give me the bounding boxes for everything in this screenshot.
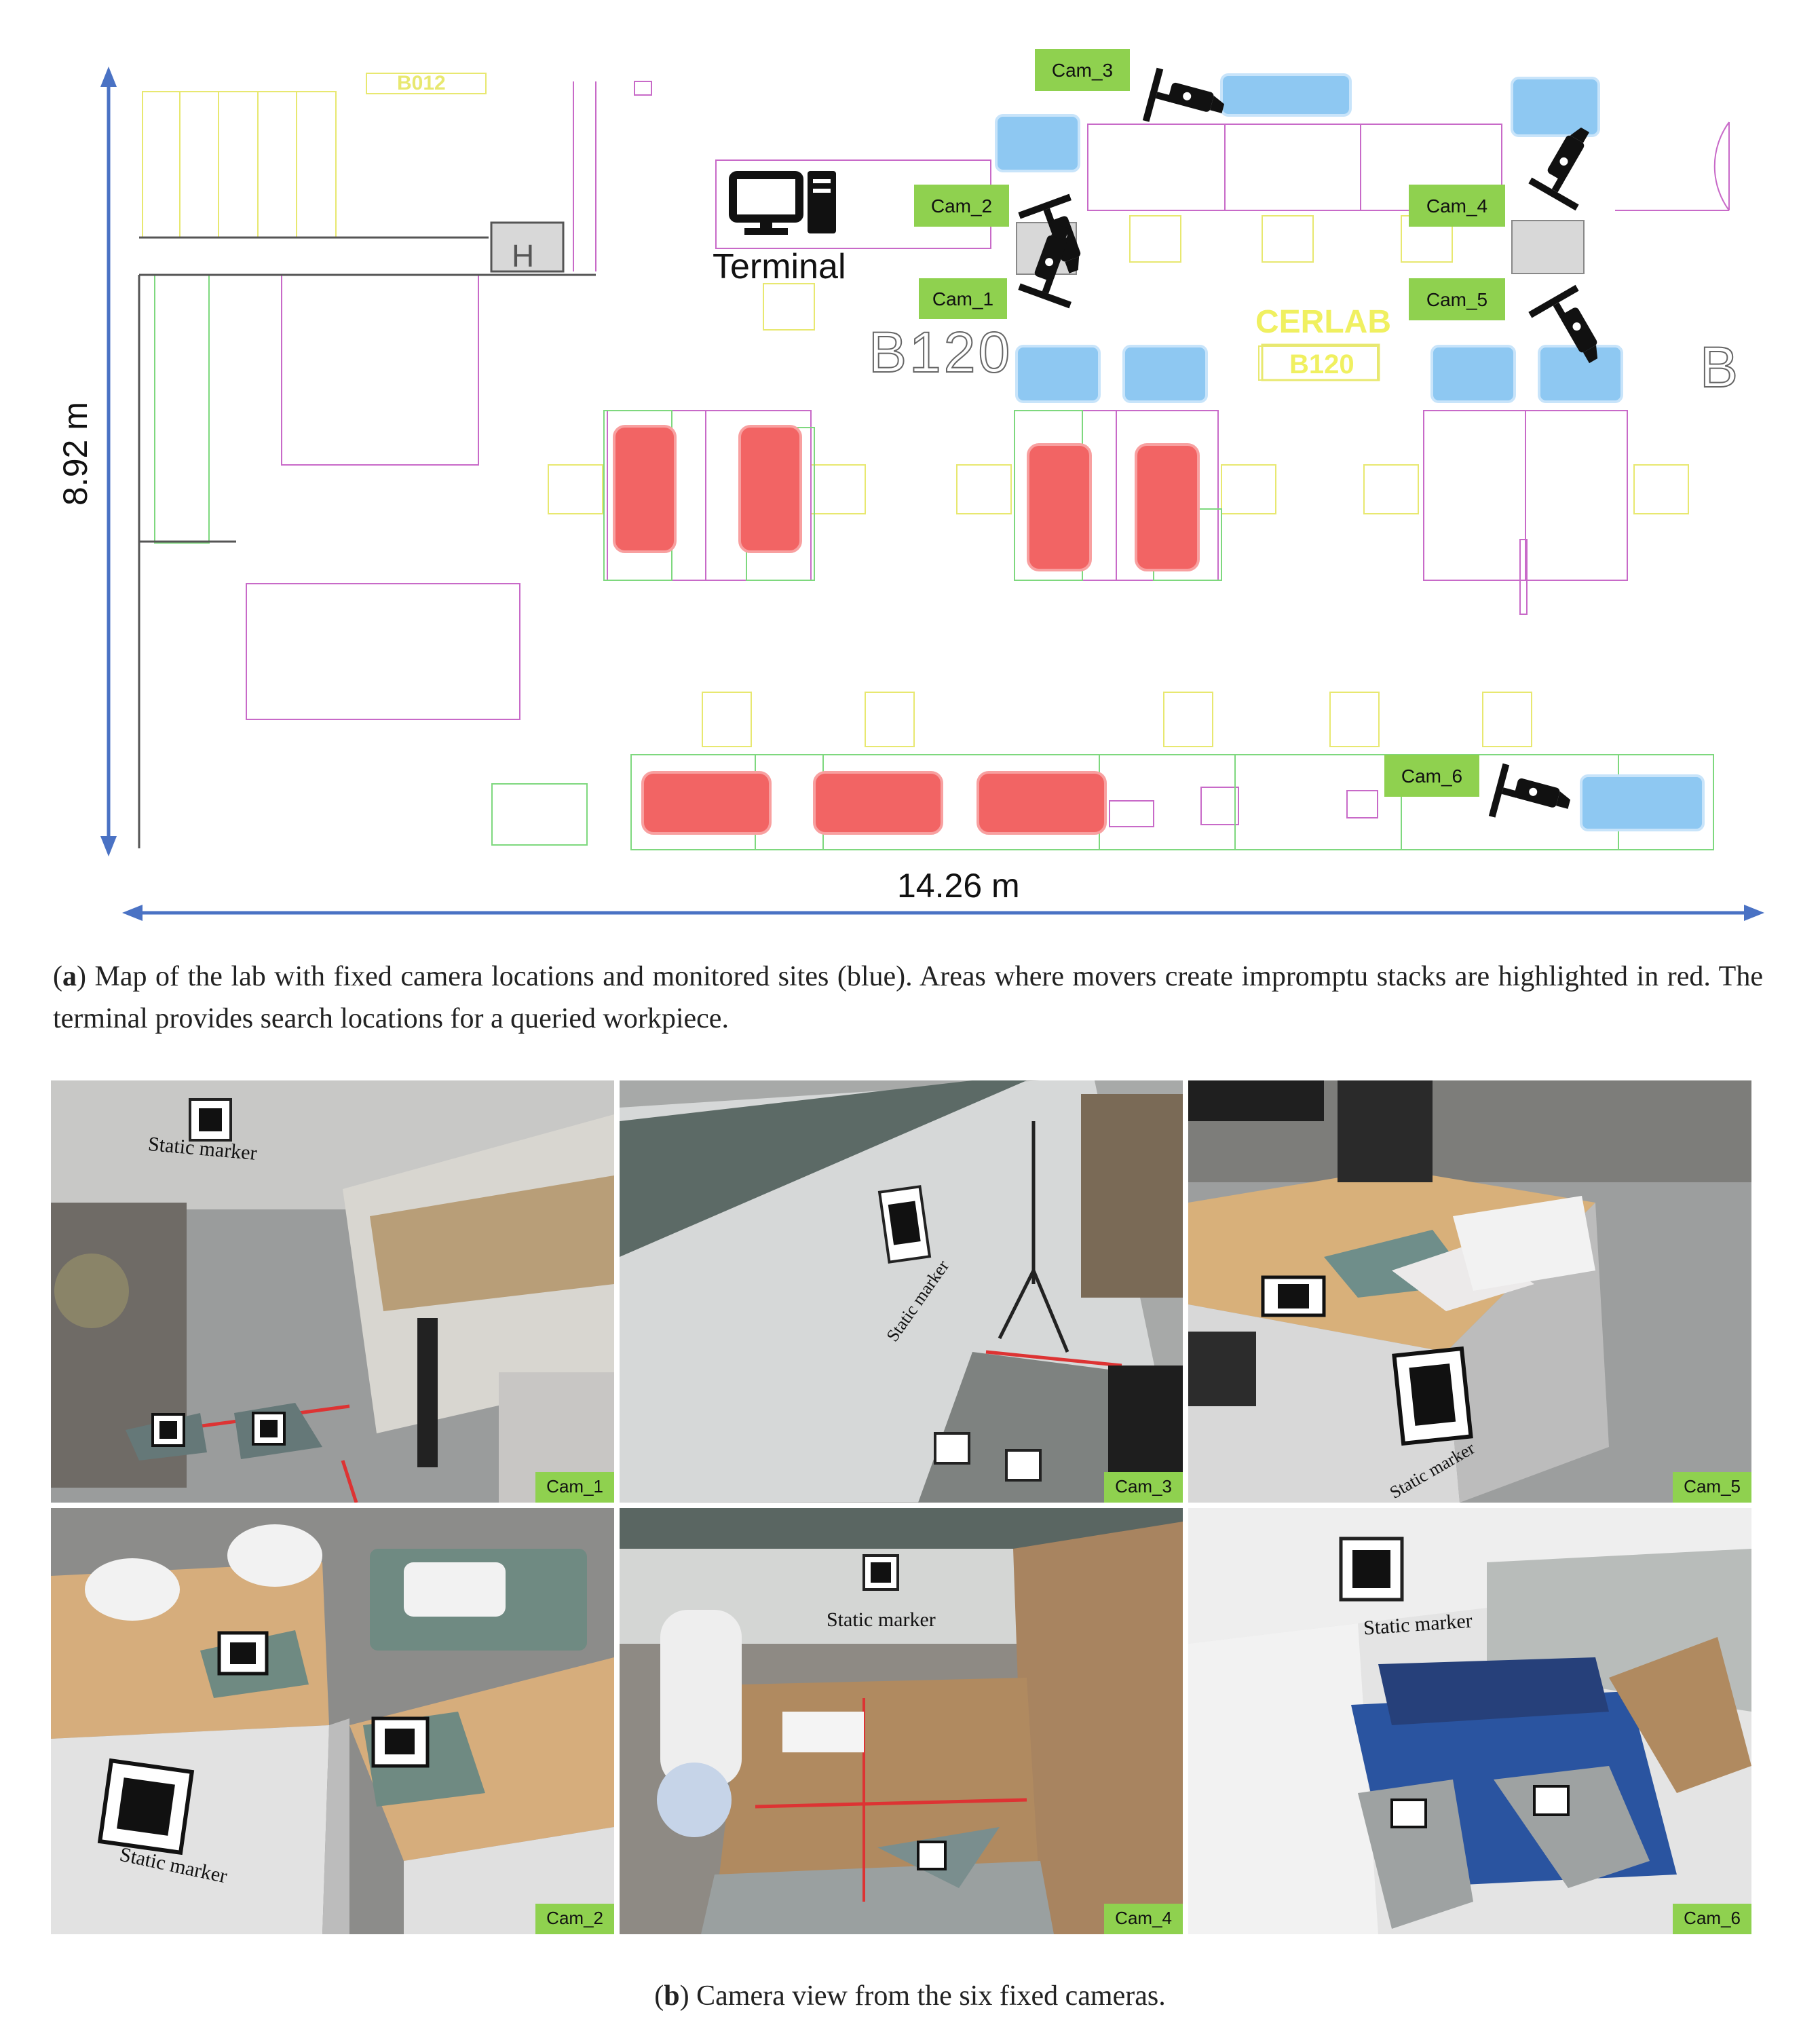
impromptu-stack-area	[738, 425, 802, 553]
impromptu-stack-area	[613, 425, 677, 553]
photo-cam-2-scene	[51, 1508, 614, 1934]
camera-tag-label: Cam_2	[931, 195, 992, 216]
monitored-site	[995, 114, 1080, 172]
camera-tag-cam-4: Cam_4	[1409, 185, 1505, 227]
lab-name-cerlab: CERLAB	[1255, 304, 1391, 340]
caption-b-text: Camera view from the six fixed cameras.	[696, 1980, 1166, 2012]
security-camera-icons	[1018, 67, 1598, 818]
photo-cam-3: Static marker Cam_3	[620, 1080, 1183, 1503]
monitored-site	[1015, 345, 1101, 403]
camera-tag-cam-6: Cam_6	[1384, 755, 1479, 797]
impromptu-stack-area	[1135, 443, 1200, 571]
caption-b: (b) Camera view from the six fixed camer…	[654, 1980, 1166, 2012]
monitored-site	[1511, 77, 1600, 137]
camera-tag-label: Cam_3	[1052, 60, 1113, 81]
camera-tag-label: Cam_6	[1401, 766, 1462, 787]
photo-tag-cam-1: Cam_1	[535, 1472, 614, 1503]
monitored-site	[1220, 73, 1352, 117]
photo-tag-cam-5: Cam_5	[1673, 1472, 1751, 1503]
photo-tag-cam-2: Cam_2	[535, 1904, 614, 1934]
photo-cam-3-scene	[620, 1080, 1183, 1503]
height-dimension-arrow	[100, 67, 117, 856]
width-dimension-label: 14.26 m	[897, 867, 1020, 905]
photo-cam-5: Static marker Cam_5	[1188, 1080, 1751, 1503]
impromptu-stack-areas	[613, 425, 1200, 835]
static-marker-label: Static marker	[827, 1608, 936, 1631]
terminal-label: Terminal	[713, 247, 846, 286]
photo-cam-4: Static marker Cam_4	[620, 1508, 1183, 1934]
door-label: H	[512, 238, 534, 274]
impromptu-stack-area	[813, 771, 943, 835]
room-label-b120: B120	[869, 320, 1012, 384]
photo-tag-cam-4: Cam_4	[1104, 1904, 1183, 1934]
photo-cam-2: Static marker Cam_2	[51, 1508, 614, 1934]
photo-cam-1-scene	[51, 1080, 614, 1503]
camera-tag-cam-1: Cam_1	[919, 278, 1007, 319]
impromptu-stack-area	[977, 771, 1107, 835]
photo-cam-5-scene	[1188, 1080, 1751, 1503]
photo-cam-6-scene	[1188, 1508, 1751, 1934]
lab-floor-map: H B012 Terminal B120 B CERLAB B120 Cam_1…	[56, 49, 1764, 921]
width-dimension-arrow	[122, 905, 1764, 921]
monitored-sites	[995, 73, 1705, 831]
monitored-site	[1538, 345, 1623, 403]
security-camera-icon	[1528, 284, 1598, 364]
camera-tag-label: Cam_5	[1426, 289, 1487, 310]
photo-tag-cam-3: Cam_3	[1104, 1472, 1183, 1503]
camera-tag-cam-3: Cam_3	[1035, 49, 1130, 91]
caption-a: (a) Map of the lab with fixed camera loc…	[53, 961, 1763, 1034]
monitored-site	[1122, 345, 1208, 403]
caption-b-letter: b	[664, 1980, 680, 2012]
camera-tag-label: Cam_1	[932, 288, 993, 309]
caption-a-letter: a	[62, 961, 77, 992]
photo-cam-1: Static marker Cam_1	[51, 1080, 614, 1503]
impromptu-stack-area	[641, 771, 772, 835]
monitored-site	[1430, 345, 1516, 403]
impromptu-stack-area	[1027, 443, 1092, 571]
security-camera-icon	[1142, 67, 1225, 122]
camera-tag-cam-2: Cam_2	[914, 185, 1009, 227]
lab-room-number: B120	[1289, 350, 1354, 379]
computer-terminal-icon	[729, 171, 836, 235]
room-label-right: B	[1700, 335, 1738, 399]
height-dimension-label: 8.92 m	[56, 402, 94, 506]
caption-a-text: Map of the lab with fixed camera locatio…	[53, 961, 1763, 1034]
security-camera-icon	[1488, 763, 1571, 818]
security-camera-icon	[1018, 225, 1072, 309]
top-room-label: B012	[397, 72, 446, 94]
photo-cam-4-scene	[620, 1508, 1183, 1934]
monitored-site	[1580, 774, 1705, 831]
camera-tag-cam-5: Cam_5	[1409, 278, 1505, 320]
photo-tag-cam-6: Cam_6	[1673, 1904, 1751, 1934]
photo-cam-6: Static marker Cam_6	[1188, 1508, 1751, 1934]
security-camera-icon	[1528, 127, 1589, 211]
camera-tag-label: Cam_4	[1426, 195, 1487, 216]
